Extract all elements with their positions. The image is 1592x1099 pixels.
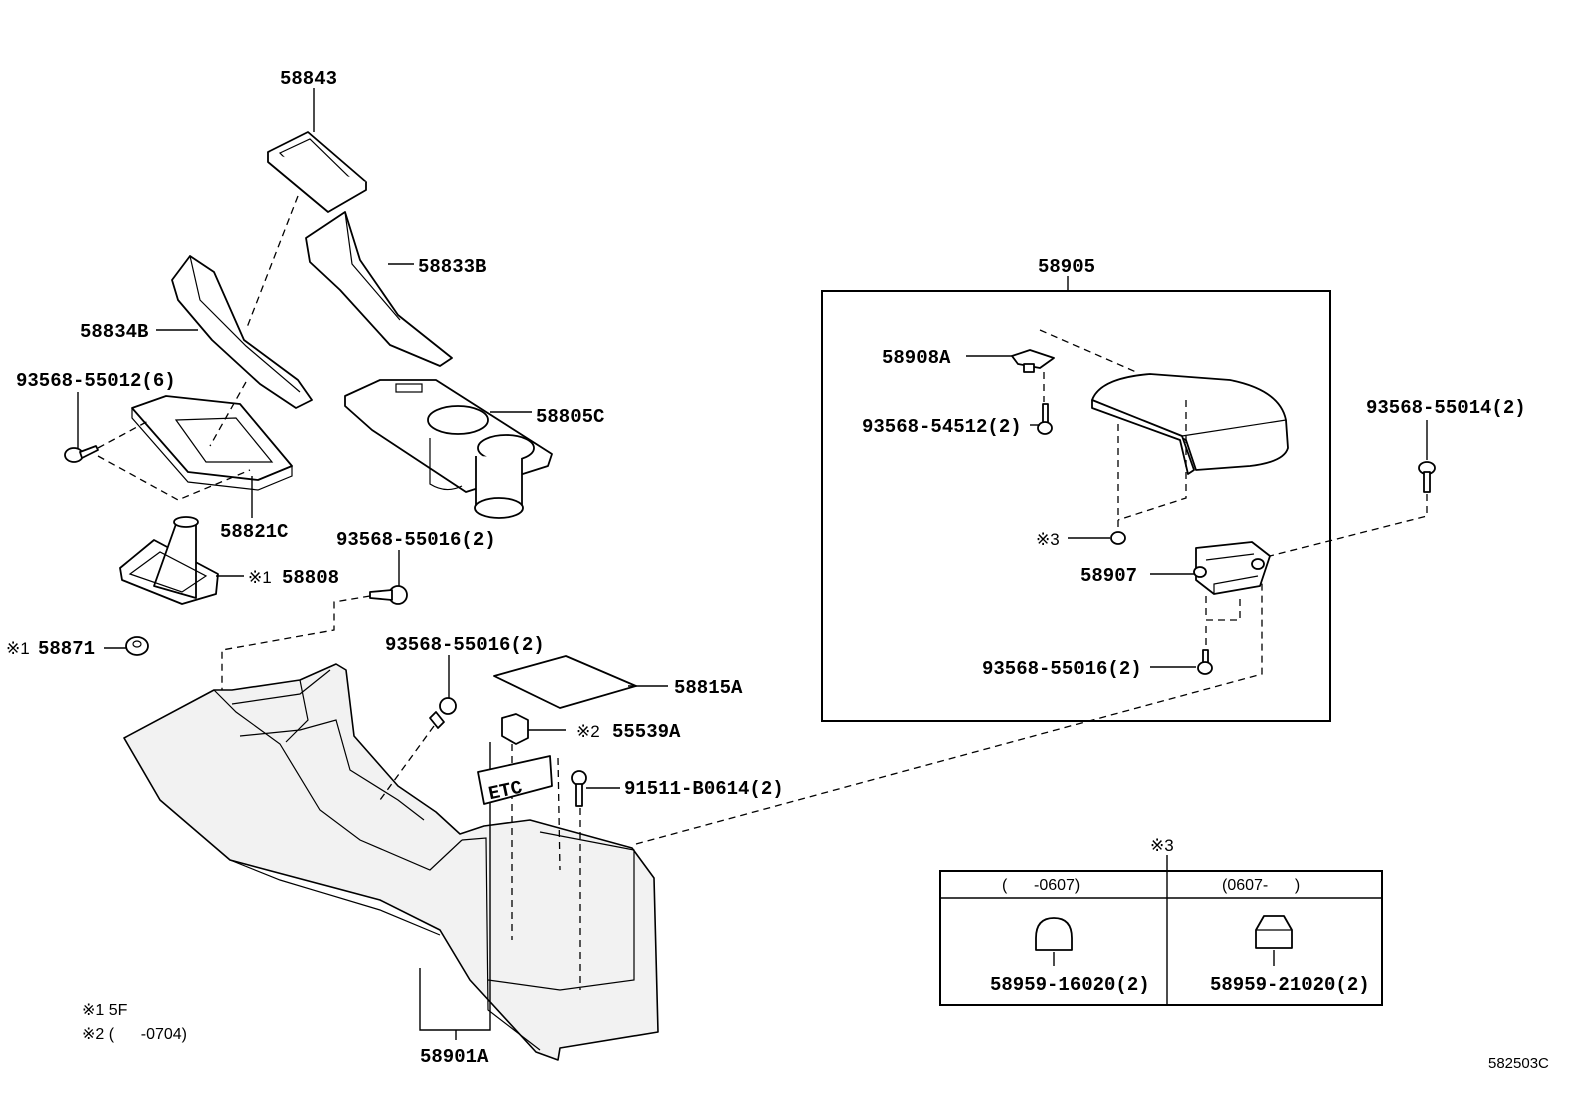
legend-col1-part: 58959-16020(2)	[990, 974, 1150, 996]
label-58871: 58871	[38, 638, 95, 660]
label-93568-55016-b: 93568-55016(2)	[385, 634, 545, 656]
note-1: ※1 5F	[82, 1002, 128, 1019]
legend-col1-header: ( -0607)	[1002, 877, 1080, 894]
armrest-lid-illustration[interactable]	[1091, 373, 1289, 475]
stopper-3-illustration[interactable]	[1110, 531, 1126, 545]
dash-screw-b	[379, 725, 435, 801]
dash-58834B-58821C	[209, 381, 247, 447]
label-93568-55016-a: 93568-55016(2)	[336, 529, 496, 551]
dash-etc	[557, 757, 561, 871]
label-58815A: 58815A	[674, 677, 743, 699]
part-58815A-illustration[interactable]	[493, 655, 637, 709]
label-58905: 58905	[1038, 256, 1095, 278]
label-93568-55012: 93568-55012(6)	[16, 370, 176, 392]
legend-mark: ※3	[1150, 836, 1174, 855]
label-58908A: 58908A	[882, 347, 951, 369]
screw-93568-55016-a[interactable]	[369, 585, 408, 605]
part-58901A-illustration[interactable]	[123, 663, 659, 1061]
label-58834B: 58834B	[80, 321, 148, 343]
label-58805C: 58805C	[536, 406, 604, 428]
clip-93568-55012[interactable]	[64, 445, 99, 463]
part-55539A-illustration[interactable]	[501, 713, 529, 745]
assembly-58905-box	[821, 290, 1331, 722]
dash-screw-a	[221, 595, 371, 690]
dash-lid	[1117, 400, 1187, 528]
part-58908A-illustration[interactable]	[1011, 349, 1055, 373]
mark-58871: ※1	[6, 639, 30, 658]
label-58907: 58907	[1080, 565, 1137, 587]
dash-clip-bracket	[97, 419, 251, 501]
part-58821C-illustration[interactable]	[131, 395, 293, 491]
dash-console-armrest	[635, 580, 1263, 845]
label-93568-54512: 93568-54512(2)	[862, 416, 1022, 438]
bolt-91511-B0614[interactable]	[571, 770, 587, 807]
dash-58908A	[1039, 329, 1137, 373]
legend-col2-header: (0607- )	[1222, 877, 1300, 894]
stopper-new-illustration	[1255, 915, 1293, 949]
label-58821C: 58821C	[220, 521, 288, 543]
screw-93568-55016-c[interactable]	[1197, 649, 1213, 675]
legend-col2-part: 58959-21020(2)	[1210, 974, 1370, 996]
part-58843-illustration[interactable]	[267, 131, 367, 213]
label-58808: 58808	[282, 567, 339, 589]
part-58907-illustration[interactable]	[1193, 541, 1271, 595]
legend-table	[939, 855, 1383, 1006]
part-58871-illustration[interactable]	[125, 636, 149, 656]
note-2: ※2 ( -0704)	[82, 1026, 187, 1043]
mark-58808: ※1	[248, 568, 272, 587]
label-55539A: 55539A	[612, 721, 681, 743]
screw-93568-55016-b[interactable]	[429, 697, 457, 729]
label-93568-55016-c: 93568-55016(2)	[982, 658, 1142, 680]
etc-plate-illustration[interactable]: ETC	[477, 755, 553, 805]
part-58808-illustration[interactable]	[119, 516, 219, 605]
mark-stopper-3: ※3	[1036, 530, 1060, 549]
part-58833B-illustration[interactable]	[305, 211, 453, 367]
dash-55014	[1269, 494, 1428, 557]
screw-93568-55014[interactable]	[1418, 461, 1436, 493]
label-58833B: 58833B	[418, 256, 486, 278]
dash-hinge	[1205, 594, 1241, 621]
label-58901A: 58901A	[420, 1046, 489, 1068]
label-93568-55014: 93568-55014(2)	[1366, 397, 1526, 419]
mark-55539A: ※2	[576, 722, 600, 741]
leader-58901A	[419, 742, 491, 1031]
dash-58843-58834B	[245, 195, 299, 331]
stopper-old-illustration	[1035, 917, 1073, 951]
screw-93568-54512[interactable]	[1037, 403, 1053, 435]
part-58834B-illustration[interactable]	[171, 255, 313, 409]
reference-code: 582503C	[1488, 1055, 1549, 1072]
part-58805C-illustration[interactable]	[344, 379, 553, 519]
label-91511-B0614: 91511-B0614(2)	[624, 778, 784, 800]
label-58843: 58843	[280, 68, 337, 90]
